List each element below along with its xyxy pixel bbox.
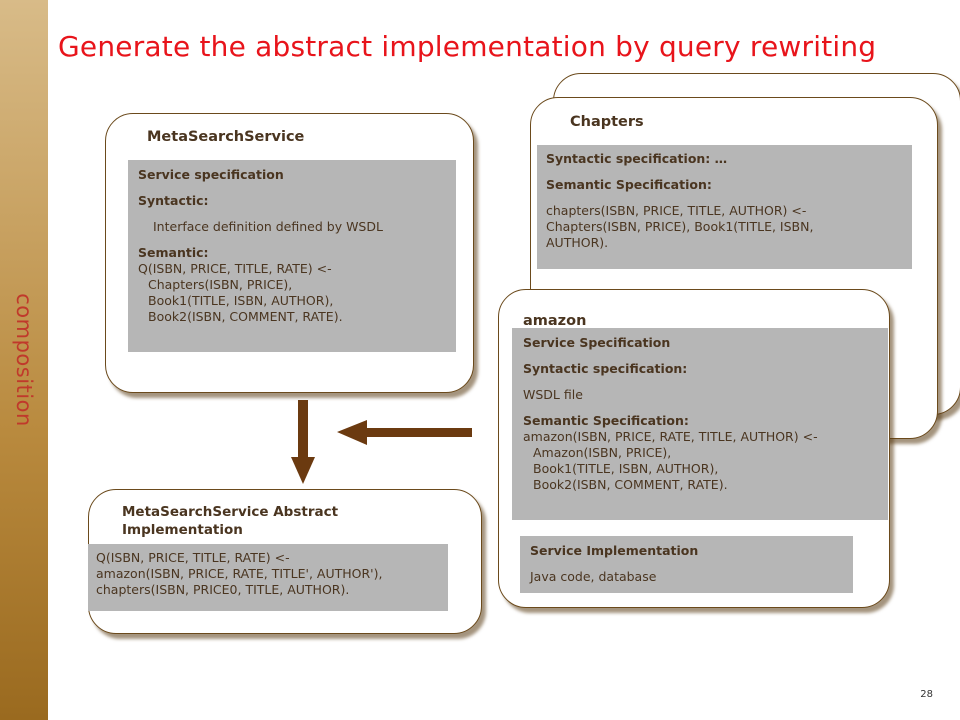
page-number: 28 [920, 689, 933, 700]
section-label-text: composition [12, 293, 36, 427]
sidebar-bar: composition [0, 0, 48, 720]
chapters-semantic-line: AUTHOR). [546, 235, 609, 250]
amazon-syntactic-heading: Syntactic specification: [523, 361, 688, 376]
abstract-query-line: chapters(ISBN, PRICE0, TITLE, AUTHOR). [96, 582, 350, 597]
abstract-query-line: Q(ISBN, PRICE, TITLE, RATE) <- [96, 550, 290, 565]
metasearch-title: MetaSearchService [147, 129, 305, 145]
metasearch-syntactic-heading: Syntactic: [138, 193, 209, 208]
slide-title: Generate the abstract implementation by … [58, 30, 877, 63]
chapters-syntactic-line: Syntactic specification: … [546, 151, 728, 166]
abstract-query-line: amazon(ISBN, PRICE, RATE, TITLE', AUTHOR… [96, 566, 383, 581]
amazon-title: amazon [523, 313, 587, 329]
amazon-syntactic-text: WSDL file [523, 387, 583, 402]
abstract-impl-title-line: MetaSearchService Abstract [122, 504, 339, 520]
amazon-semantic-line: Book1(TITLE, ISBN, AUTHOR), [533, 461, 719, 476]
metasearch-semantic-line: Book1(TITLE, ISBN, AUTHOR), [148, 293, 334, 308]
abstract-impl-title: MetaSearchService Abstract Implementatio… [122, 503, 338, 539]
metasearch-spec-heading: Service specification [138, 167, 284, 182]
amazon-impl-box: Service Implementation Java code, databa… [520, 536, 853, 593]
left-arrow-icon [337, 420, 472, 445]
chapters-semantic-heading: Semantic Specification: [546, 177, 712, 192]
chapters-semantic-line: chapters(ISBN, PRICE, TITLE, AUTHOR) <- [546, 203, 807, 218]
down-arrow-icon [291, 400, 315, 484]
metasearch-syntactic-text: Interface definition defined by WSDL [153, 219, 383, 234]
metasearch-semantic-line: Chapters(ISBN, PRICE), [148, 277, 293, 292]
amazon-semantic-line: amazon(ISBN, PRICE, RATE, TITLE, AUTHOR)… [523, 429, 818, 444]
abstract-impl-title-line: Implementation [122, 522, 243, 538]
section-label: composition [3, 278, 45, 442]
metasearch-semantic-line: Book2(ISBN, COMMENT, RATE). [148, 309, 343, 324]
amazon-impl-heading: Service Implementation [530, 543, 699, 558]
amazon-spec-heading: Service Specification [523, 335, 671, 350]
chapters-semantic-line: Chapters(ISBN, PRICE), Book1(TITLE, ISBN… [546, 219, 814, 234]
metasearch-semantic-heading: Semantic: [138, 245, 209, 260]
metasearch-semantic-line: Q(ISBN, PRICE, TITLE, RATE) <- [138, 261, 332, 276]
chapters-spec-box: Syntactic specification: … Semantic Spec… [537, 145, 912, 269]
amazon-impl-text: Java code, database [530, 569, 657, 584]
abstract-query-box: Q(ISBN, PRICE, TITLE, RATE) <- amazon(IS… [88, 544, 448, 611]
amazon-spec-box: Service Specification Syntactic specific… [512, 328, 888, 520]
amazon-semantic-line: Book2(ISBN, COMMENT, RATE). [533, 477, 728, 492]
amazon-semantic-heading: Semantic Specification: [523, 413, 689, 428]
metasearch-spec-box: Service specification Syntactic: Interfa… [128, 160, 456, 352]
amazon-semantic-line: Amazon(ISBN, PRICE), [533, 445, 672, 460]
chapters-title: Chapters [570, 114, 644, 130]
